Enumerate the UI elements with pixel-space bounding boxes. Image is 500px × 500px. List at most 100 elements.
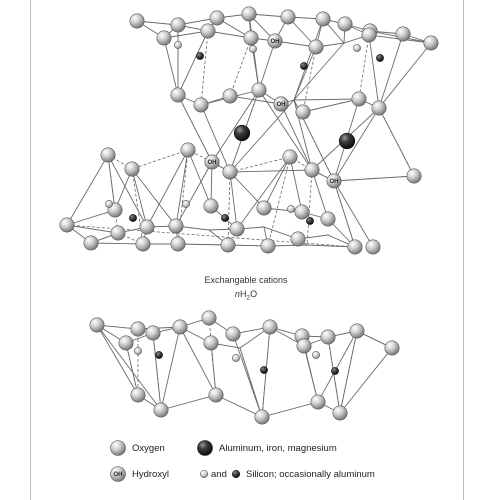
legend-silicon-label: Silicon; occasionally aluminum [246,469,375,480]
left-frame-line [30,0,31,500]
silicon-atom-dark [260,366,268,374]
right-frame-line [463,0,464,500]
bond-lines [66,12,432,418]
oxygen-atom [83,235,99,251]
legend-silicon-light-swatch [199,469,209,479]
oxygen-atom [229,221,245,237]
oxygen-atom [200,23,216,39]
oxygen-atom [256,200,272,216]
oxygen-atom [156,30,172,46]
oxygen-atom [209,10,225,26]
oxygen-atom [193,97,209,113]
oxygen-atom [337,16,353,32]
silicon-atom-dark [331,367,339,375]
oxygen-atom [251,82,267,98]
silicon-atom-dark [306,217,314,225]
silicon-atom-dark [129,214,137,222]
oxygen-atom [222,88,238,104]
oxygen-atom [384,340,400,356]
silicon-atom-light [105,200,113,208]
oxygen-atom [130,321,146,337]
legend-metal-label: Aluminum, iron, magnesium [219,443,337,454]
oxygen-atom [124,161,140,177]
hydroxyl-oh-label: OH [271,39,280,45]
oxygen-atom [294,204,310,220]
oxygen-atom [295,104,311,120]
silicon-atom-light [174,41,182,49]
oxygen-atom [203,198,219,214]
hydroxyl-atom [273,96,289,112]
oxygen-atom [347,239,363,255]
oxygen-atom [153,402,169,418]
oxygen-atom [225,326,241,342]
hydroxyl-atom [326,173,342,189]
oxygen-atom [135,236,151,252]
oxygen-atom [118,335,134,351]
legend-hydroxyl-oh: OH [114,472,123,478]
oxygen-atom [361,27,377,43]
oxygen-atom [365,239,381,255]
caption-exchangeable-cations: Exchangable cations [204,275,288,285]
oxygen-atom [310,394,326,410]
silicon-atom-dark [221,214,229,222]
oxygen-atom [139,219,155,235]
oxygen-atom [208,387,224,403]
caption-water: nH2O [235,289,257,302]
silicon-atom-light [353,44,361,52]
oxygen-atom [180,142,196,158]
oxygen-atom [315,11,331,27]
oxygen-atom [280,9,296,25]
legend-and-label: and [211,469,227,480]
legend-oxygen-label: Oxygen [132,443,165,454]
hydroxyl-oh-label: OH [330,179,339,185]
hydroxyl-oh-label: OH [208,160,217,166]
oxygen-atom [168,218,184,234]
caption-water-o: O [250,289,257,299]
oxygen-atom [351,91,367,107]
oxygen-atom [170,236,186,252]
oxygen-atom [320,211,336,227]
oxygen-atom [145,325,161,341]
silicon-atom-light [312,351,320,359]
oxygen-atom [59,217,75,233]
oxygen-atom [130,387,146,403]
legend-metal-swatch [197,440,213,456]
silicon-atom-light [232,354,240,362]
oxygen-atom [110,225,126,241]
legend-silicon-dark-swatch [231,469,241,479]
legend-hydroxyl-label: Hydroxyl [132,469,169,480]
metal-atom [233,124,251,142]
silicon-atom-dark [376,54,384,62]
caption-water-h: H [240,289,247,299]
oxygen-atom [243,30,259,46]
caption-water-sub2: 2 [246,295,250,302]
silicon-atom-dark [300,62,308,70]
oxygen-atom [395,26,411,42]
silicon-atom-dark [155,351,163,359]
silicon-atom-light [134,347,142,355]
oxygen-atom [406,168,422,184]
oxygen-atom [203,335,219,351]
oxygen-atom [290,231,306,247]
legend-hydroxyl-swatch [110,466,126,482]
oxygen-atom [262,319,278,335]
oxygen-atom [170,87,186,103]
oxygen-atom [282,149,298,165]
oxygen-atom [220,237,236,253]
legend-oxygen-swatch [110,440,126,456]
silicon-atom-dark [196,52,204,60]
oxygen-atom [308,39,324,55]
oxygen-atom [423,35,439,51]
oxygen-atom [129,13,145,29]
silicon-atom-light [249,45,257,53]
oxygen-atom [296,338,312,354]
atom-spheres: OH OH OH OH [59,6,439,425]
hydroxyl-atom [204,154,220,170]
dashed-bond-lines [66,25,415,418]
oxygen-atom [320,329,336,345]
oxygen-atom [349,323,365,339]
oxygen-atom [254,409,270,425]
oxygen-atom [332,405,348,421]
